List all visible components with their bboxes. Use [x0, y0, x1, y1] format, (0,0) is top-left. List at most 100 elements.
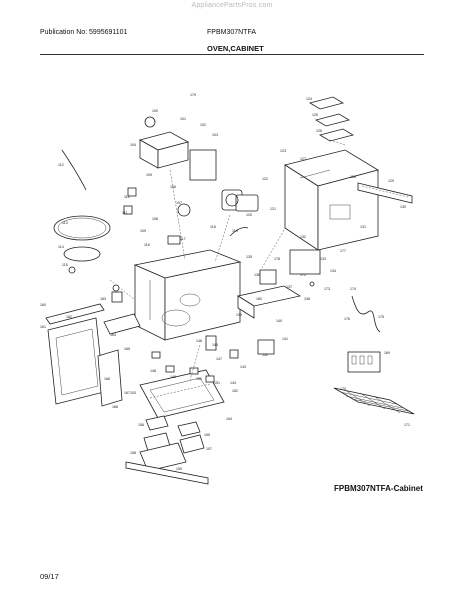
publication-number: Publication No: 5995691101 [40, 29, 128, 36]
damper-motor-assembly [138, 116, 217, 181]
part-callout: 110 [124, 195, 130, 199]
fan-motor [221, 189, 259, 212]
part-callout: 177 [340, 249, 346, 253]
part-callout: 179 [190, 93, 196, 97]
part-callout: 171 [404, 423, 410, 427]
part-callout: 167 [124, 391, 130, 395]
part-callout: 137 [286, 285, 292, 289]
part-callout: 133 [320, 257, 326, 261]
part-callout: 151 [214, 381, 220, 385]
part-callout: 111 [122, 211, 127, 215]
part-callout: 174 [350, 287, 356, 291]
part-callout: 173 [324, 287, 330, 291]
part-callout: 118 [210, 225, 216, 229]
section-title: OVEN,CABINET [207, 44, 264, 53]
part-callout: 162 [66, 315, 72, 319]
part-callout: 142 [262, 353, 268, 357]
part-callout: 113 [62, 221, 68, 225]
part-callout: 100 [152, 109, 158, 113]
part-callout: 131 [360, 225, 366, 229]
door-assembly [45, 303, 123, 407]
part-callout: 170 [340, 387, 346, 391]
part-callout: 132 [300, 235, 306, 239]
filters-and-covers [139, 415, 205, 472]
turntable-tray [53, 215, 111, 274]
part-callout: 127 [300, 157, 306, 161]
part-callout: 119 [232, 229, 238, 233]
part-callout: 116 [144, 243, 150, 247]
cabinet-outer-wrapper [283, 149, 380, 251]
part-callout: 148 [150, 369, 156, 373]
part-callout: 165 [124, 347, 130, 351]
part-callout: 153 [130, 391, 136, 395]
part-callout: 145 [212, 343, 218, 347]
base-plate [139, 369, 225, 419]
model-number: FPBM307NTFA [207, 29, 257, 36]
part-callout: 157 [206, 447, 212, 451]
label-card [347, 351, 381, 373]
part-callout: 160 [40, 303, 46, 307]
part-callout: 168 [112, 405, 118, 409]
assembly-leader-lines [109, 139, 346, 381]
control-panel [103, 291, 141, 335]
part-callout: 152 [232, 389, 238, 393]
part-callout: 147 [216, 357, 222, 361]
part-callout: 121 [270, 207, 276, 211]
part-callout: 122 [262, 177, 268, 181]
part-callout: 106 [170, 185, 176, 189]
part-callout: 166 [104, 377, 110, 381]
part-callout: 129 [388, 179, 394, 183]
control-board-assembly [236, 249, 321, 355]
part-callout: 163 [100, 297, 106, 301]
part-callout: 115 [62, 263, 68, 267]
diagram-caption: FPBM307NTFA-Cabinet [334, 484, 423, 493]
part-callout: 128 [350, 175, 356, 179]
part-callout: 169 [384, 351, 390, 355]
part-callout: 159 [176, 467, 182, 471]
watermark: AppliancePartsPros.com [191, 2, 273, 9]
part-callout: 101 [180, 117, 186, 121]
part-callout: 114 [58, 245, 64, 249]
part-callout: 134 [330, 269, 336, 273]
footer-date: 09/17 [40, 572, 59, 581]
part-callout: 120 [246, 213, 252, 217]
part-callout: 138 [304, 297, 310, 301]
metal-rack [333, 387, 415, 415]
part-callout: 150 [196, 377, 202, 381]
part-callout: 135 [246, 255, 252, 259]
part-callout: 126 [316, 129, 322, 133]
part-callout: 180 [256, 297, 262, 301]
part-callout: 175 [378, 315, 384, 319]
part-callout: 136 [254, 273, 260, 277]
part-callout: 125 [312, 113, 318, 117]
header-rule [40, 54, 424, 55]
part-callout: 107 [176, 201, 182, 205]
part-callout: 172 [300, 273, 306, 277]
part-callout: 154 [226, 417, 232, 421]
part-callout: 149 [170, 375, 176, 379]
part-callout: 178 [274, 257, 280, 261]
part-callout: 108 [152, 217, 158, 221]
rear-bracket-rail [357, 182, 413, 204]
part-callout: 164 [110, 333, 116, 337]
part-callout: 104 [130, 143, 136, 147]
part-callout: 176 [344, 317, 350, 321]
part-callout: 112 [58, 163, 64, 167]
part-callout: 109 [140, 229, 146, 233]
part-callout: 102 [200, 123, 206, 127]
part-callout: 146 [196, 339, 202, 343]
top-vent-plates [308, 96, 355, 142]
part-callout: 103 [212, 133, 218, 137]
part-callout: 155 [204, 433, 210, 437]
part-callout: 117 [180, 237, 186, 241]
part-callout: 144 [230, 381, 236, 385]
part-callout: 124 [306, 97, 312, 101]
bottom-rail [125, 461, 209, 485]
part-callout: 158 [130, 451, 136, 455]
part-callout: 156 [138, 423, 144, 427]
part-callout: 139 [236, 313, 242, 317]
part-callout: 161 [40, 325, 46, 329]
part-callout: 130 [400, 205, 406, 209]
small-hardware [112, 187, 315, 383]
